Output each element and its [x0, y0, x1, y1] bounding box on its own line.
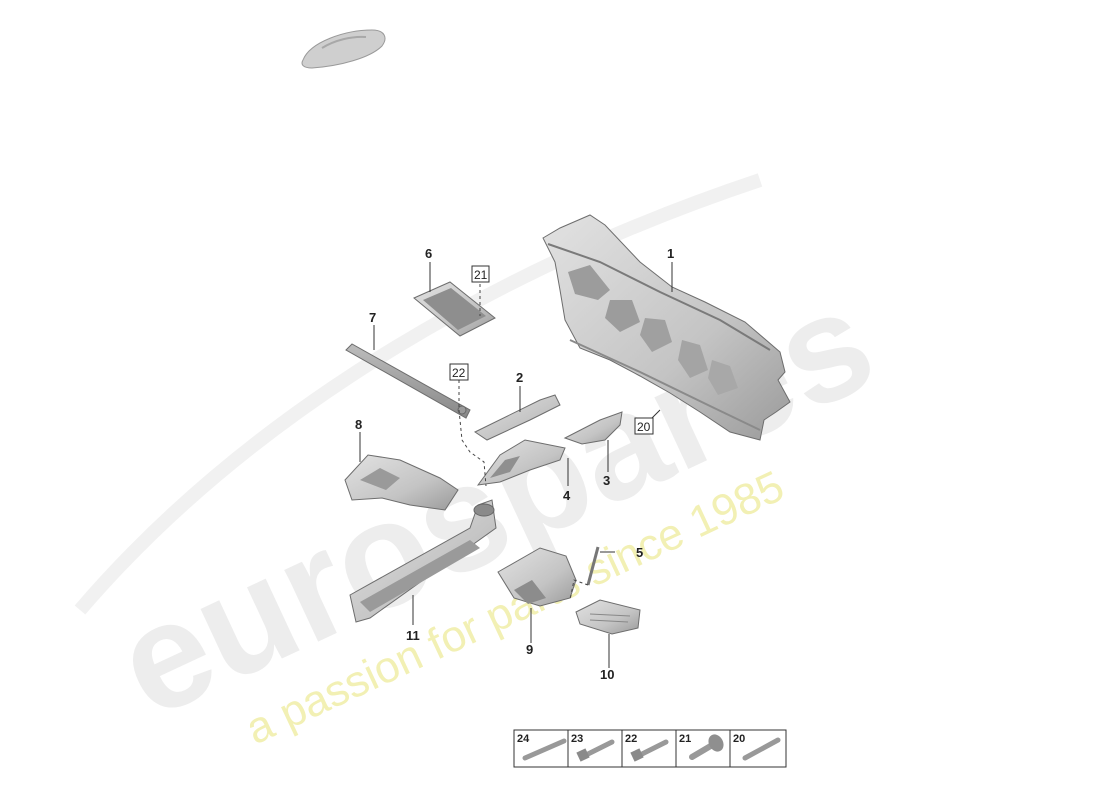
callout-11: 11 — [406, 628, 420, 643]
svg-text:20: 20 — [637, 420, 651, 434]
callout-1: 1 — [667, 246, 674, 261]
part-9-bracket — [497, 547, 577, 607]
callouts: 1 2 3 4 5 6 7 8 9 10 11 21 22 20 — [355, 246, 674, 682]
callout-2: 2 — [516, 370, 523, 385]
svg-text:23: 23 — [571, 733, 583, 745]
callout-7: 7 — [369, 310, 376, 325]
part-4-bracket — [476, 439, 566, 486]
callout-5: 5 — [636, 545, 643, 560]
part-1-bulkhead — [542, 214, 791, 441]
part-5-rod — [586, 546, 600, 586]
callout-9: 9 — [526, 642, 533, 657]
watermark-swoosh — [74, 173, 763, 615]
part-3-bracket — [563, 411, 623, 445]
callout-10: 10 — [600, 667, 614, 682]
part-2-bracket — [474, 394, 561, 441]
svg-text:22: 22 — [452, 366, 466, 380]
part-8-bracket — [344, 454, 459, 511]
part-7-cross-bar — [345, 343, 471, 419]
fastener-21: 21 — [679, 733, 724, 760]
car-thumbnail — [301, 29, 386, 69]
callout-4: 4 — [563, 488, 571, 503]
svg-text:22: 22 — [625, 733, 637, 745]
callout-8: 8 — [355, 417, 362, 432]
svg-text:20: 20 — [733, 733, 745, 745]
part-6-tray — [413, 281, 496, 337]
fastener-22: 22 — [625, 733, 669, 762]
svg-text:21: 21 — [474, 268, 488, 282]
callout-box-22: 22 — [449, 363, 469, 381]
fastener-24: 24 — [517, 733, 567, 761]
leader-lines — [359, 262, 673, 668]
part-11-beam — [349, 499, 497, 623]
callout-6: 6 — [425, 246, 432, 261]
part-10-cover — [575, 599, 641, 635]
svg-text:21: 21 — [679, 733, 691, 745]
callout-box-21: 21 — [471, 265, 490, 283]
fastener-legend: 24 23 22 21 20 — [513, 729, 787, 768]
fastener-20: 20 — [733, 733, 781, 761]
callout-3: 3 — [603, 473, 610, 488]
fastener-23: 23 — [571, 733, 615, 762]
callout-box-20: 20 — [634, 417, 654, 435]
svg-text:24: 24 — [517, 733, 530, 745]
